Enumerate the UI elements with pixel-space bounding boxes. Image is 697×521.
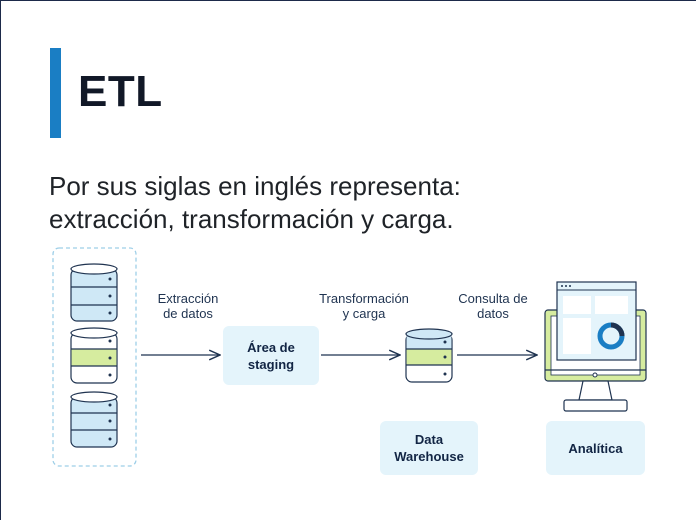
subtitle-line-1: Por sus siglas en inglés representa: xyxy=(49,171,461,201)
transformation-label-line-1: Transformación xyxy=(319,291,409,306)
donut-chart-icon xyxy=(597,322,625,350)
staging-box-line-2: staging xyxy=(247,356,295,372)
extraction-label-line-2: de datos xyxy=(163,306,213,321)
title-accent-bar xyxy=(50,48,61,138)
monitor-dashboard-icon xyxy=(544,281,647,412)
page-title: ETL xyxy=(78,67,163,116)
extraction-label: Extracción de datos xyxy=(148,291,228,321)
query-label-line-1: Consulta de xyxy=(458,291,528,306)
staging-box-line-1: Área de xyxy=(247,339,295,355)
subtitle: Por sus siglas en inglés representa: ext… xyxy=(49,170,669,236)
warehouse-box-line-2: Warehouse xyxy=(394,449,464,464)
source-database-icon-1 xyxy=(70,263,118,322)
warehouse-box-line-1: Data xyxy=(414,432,444,447)
analytics-box: Analítica xyxy=(546,421,645,475)
query-label: Consulta de datos xyxy=(452,291,534,321)
source-database-icon-3 xyxy=(70,391,118,448)
warehouse-database-icon xyxy=(405,328,453,383)
data-warehouse-box: Data Warehouse xyxy=(380,421,478,475)
transformation-label-line-2: y carga xyxy=(342,306,386,321)
transformation-label: Transformación y carga xyxy=(314,291,414,321)
analytics-box-label: Analítica xyxy=(568,440,623,456)
subtitle-line-2: extracción, transformación y carga. xyxy=(49,204,454,234)
staging-area-box: Área de staging xyxy=(223,326,319,385)
source-database-icon-2 xyxy=(70,327,118,384)
query-label-line-2: datos xyxy=(477,306,509,321)
extraction-label-line-1: Extracción xyxy=(157,291,219,306)
